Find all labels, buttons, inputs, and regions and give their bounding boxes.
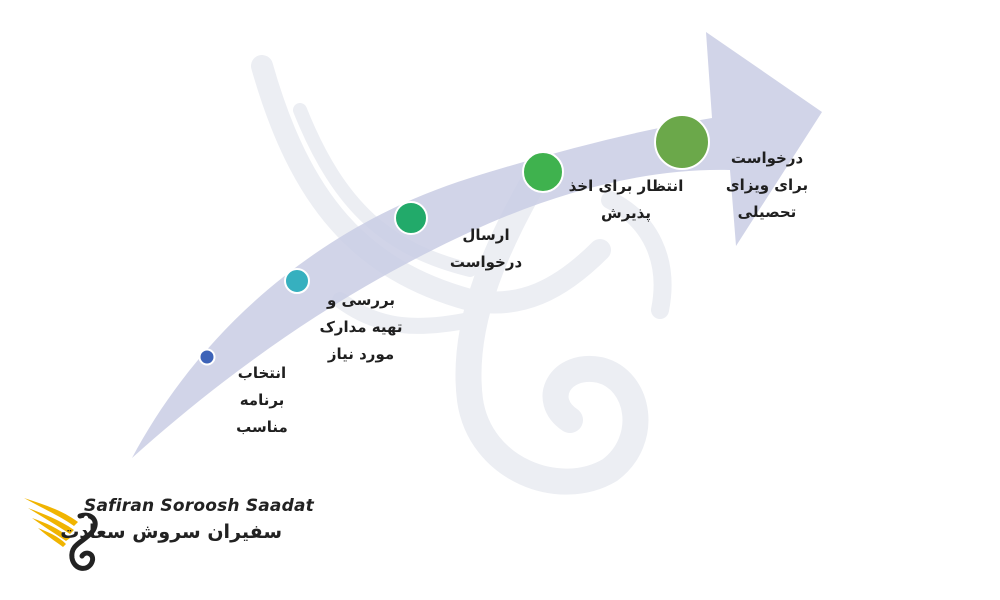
step-4-line-2: پذیرش [601, 204, 651, 222]
step-1-line-1: انتخاب [237, 364, 287, 382]
progress-arrow [132, 32, 822, 458]
step-1-line-2: برنامه [239, 391, 285, 409]
step-1-label: انتخاب برنامه مناسب [222, 360, 302, 441]
step-5-label: درخواست برای ویزای تحصیلی [706, 145, 828, 226]
step-5-line-2: برای ویزای [725, 176, 809, 194]
step-2-line-3: مورد نیاز [327, 345, 395, 363]
step-4-label: انتظار برای اخذ پذیرش [558, 173, 694, 227]
logo-wing-icon [24, 498, 98, 571]
step-4-line-1: انتظار برای اخذ [568, 177, 684, 195]
step-1-dot [198, 348, 216, 366]
step-5-line-3: تحصیلی [737, 203, 797, 221]
step-2-label: بررسی و تهیه مدارک مورد نیاز [306, 287, 416, 368]
company-logo: Safiran Soroosh Saadat سفیران سروش سعادت [22, 492, 314, 582]
step-5-dot [654, 114, 710, 170]
step-2-dot [284, 268, 310, 294]
step-3-label: ارسال درخواست [436, 222, 536, 276]
step-3-dot [394, 201, 428, 235]
step-2-line-1: بررسی و [326, 291, 396, 309]
watermark-bird [251, 55, 672, 495]
step-3-line-1: ارسال [462, 226, 510, 244]
step-4-dot [522, 151, 564, 193]
step-5-line-1: درخواست [730, 149, 804, 167]
step-1-line-3: مناسب [236, 418, 288, 436]
step-3-line-2: درخواست [449, 253, 523, 271]
logo-english-text: Safiran Soroosh Saadat [84, 496, 314, 516]
logo-persian-text: سفیران سروش سعادت [60, 521, 282, 543]
step-2-line-2: تهیه مدارک [319, 318, 403, 336]
